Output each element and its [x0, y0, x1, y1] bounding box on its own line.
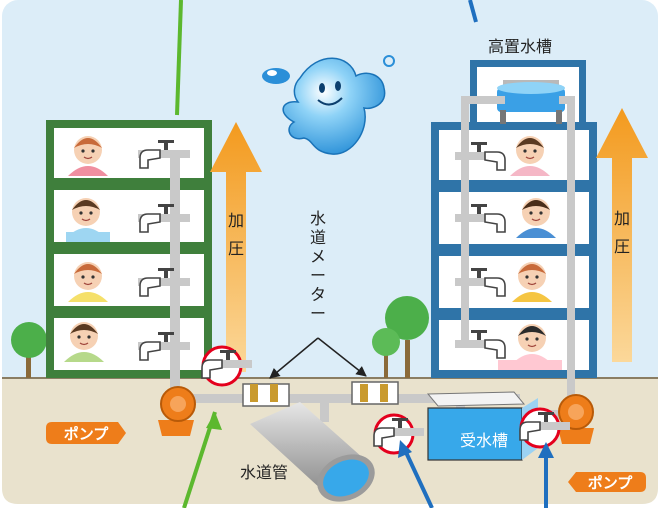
elevated-tank-label: 高置水槽	[488, 37, 552, 56]
svg-text:ポンプ: ポンプ	[64, 425, 110, 443]
pump-label-left: ポンプ	[46, 422, 126, 444]
tree-icon-right	[372, 296, 429, 378]
pressure-arrow-right	[596, 108, 648, 362]
faucet-icon-left-building	[139, 268, 190, 297]
faucet-icon-left-building	[139, 140, 190, 169]
top-blue-pointer	[468, 0, 478, 23]
blue-arrowhead-left	[398, 440, 412, 458]
residents	[64, 136, 562, 370]
resident-figure	[68, 136, 108, 176]
water-meter-left	[242, 383, 290, 407]
blue-pointer-arrow-left	[402, 447, 434, 509]
washbasin	[66, 232, 110, 242]
resident-figure	[512, 262, 552, 302]
resident-figure	[64, 322, 104, 362]
water-meter-right	[351, 381, 399, 405]
pump-icon-left	[158, 386, 196, 436]
faucet-icon-highlighted	[201, 350, 252, 379]
faucet-icon-right-building	[455, 268, 506, 297]
pressure-label-left-1: 加	[228, 211, 244, 230]
tree-icon-left	[11, 322, 47, 378]
receiving-tank-label: 受水槽	[460, 431, 508, 450]
water-meter-label-char: ー	[310, 304, 326, 323]
pump-icon-right	[558, 394, 594, 444]
elevated-tank	[497, 80, 565, 124]
water-meter-label-char: 水	[310, 209, 326, 228]
blue-arrowhead-right	[538, 442, 554, 458]
faucet-icon-left-building	[139, 332, 190, 361]
pressure-label-right-2: 圧	[614, 237, 630, 256]
highlighted-taps	[201, 345, 570, 455]
faucets	[139, 140, 506, 361]
water-meter-label-char: ー	[310, 266, 326, 285]
pump-label-right: ポンプ	[568, 472, 646, 492]
receiving-tank	[426, 391, 538, 461]
meter-pointer-right	[317, 337, 367, 377]
pressure-label-left-2: 圧	[228, 239, 244, 258]
water-main-pipe	[250, 402, 375, 502]
water-meter-label-char: 道	[310, 228, 326, 247]
faucet-icon-highlighted	[373, 418, 424, 447]
svg-text:ポンプ: ポンプ	[588, 474, 634, 492]
faucet-icon-left-building	[139, 204, 190, 233]
water-meter-label-char: メ	[310, 247, 326, 266]
resident-figure	[68, 262, 108, 302]
meter-pointer-left	[269, 337, 319, 379]
faucet-icon-right-building	[455, 142, 506, 171]
resident-figure	[510, 136, 550, 176]
top-green-pointer	[175, 0, 183, 116]
faucet-icon-right-building	[455, 204, 506, 233]
green-arrowhead	[206, 412, 222, 430]
water-meter-label-char: タ	[310, 285, 326, 304]
pressure-label-right-1: 加	[614, 209, 630, 228]
water-drop-mascot	[262, 55, 395, 155]
pressure-arrow-left	[210, 122, 262, 372]
bathtub	[498, 360, 562, 370]
faucet-icon-right-building	[455, 330, 506, 359]
resident-figure	[516, 198, 556, 238]
water-main-label: 水道管	[240, 463, 288, 482]
faucet-icon-highlighted	[519, 412, 570, 441]
